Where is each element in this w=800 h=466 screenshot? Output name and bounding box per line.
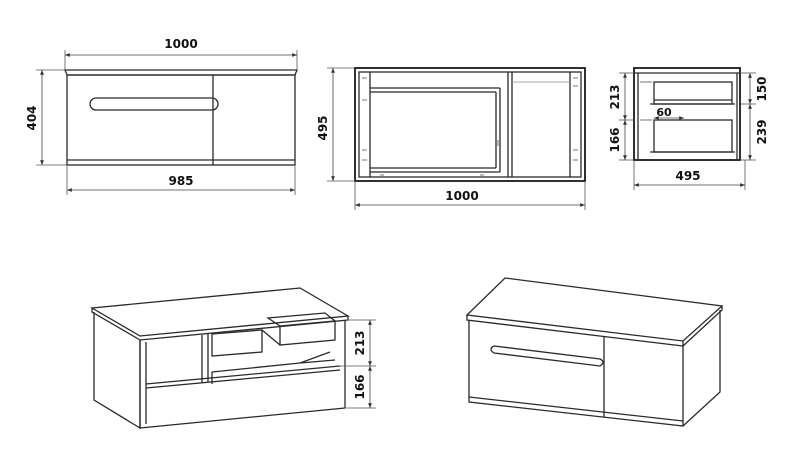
side-slide-offset-label: 60 bbox=[656, 106, 672, 119]
iso-upper-label: 213 bbox=[353, 330, 367, 355]
side-lower-right-label: 239 bbox=[755, 119, 769, 144]
front-width-bottom-label: 985 bbox=[168, 174, 193, 188]
front-height-label: 404 bbox=[25, 105, 39, 130]
side-upper-right-label: 150 bbox=[755, 76, 769, 101]
iso-closed-view bbox=[465, 277, 724, 427]
iso-lower-label: 166 bbox=[353, 374, 367, 399]
front-width-top-label: 1000 bbox=[164, 37, 197, 51]
side-view: 60 213 166 150 239 495 bbox=[608, 67, 769, 190]
back-height-label: 495 bbox=[316, 115, 330, 140]
front-view: 1000 985 404 bbox=[25, 37, 298, 195]
back-view: 495 1000 bbox=[316, 67, 586, 210]
back-width-label: 1000 bbox=[445, 189, 478, 203]
fixing-marks bbox=[362, 77, 578, 176]
drawer-handle bbox=[89, 97, 219, 111]
side-lower-left-label: 166 bbox=[608, 127, 622, 152]
side-upper-left-label: 213 bbox=[608, 84, 622, 109]
drawer-handle bbox=[490, 345, 604, 367]
iso-open-view: 213 166 bbox=[89, 287, 376, 430]
side-depth-label: 495 bbox=[675, 169, 700, 183]
